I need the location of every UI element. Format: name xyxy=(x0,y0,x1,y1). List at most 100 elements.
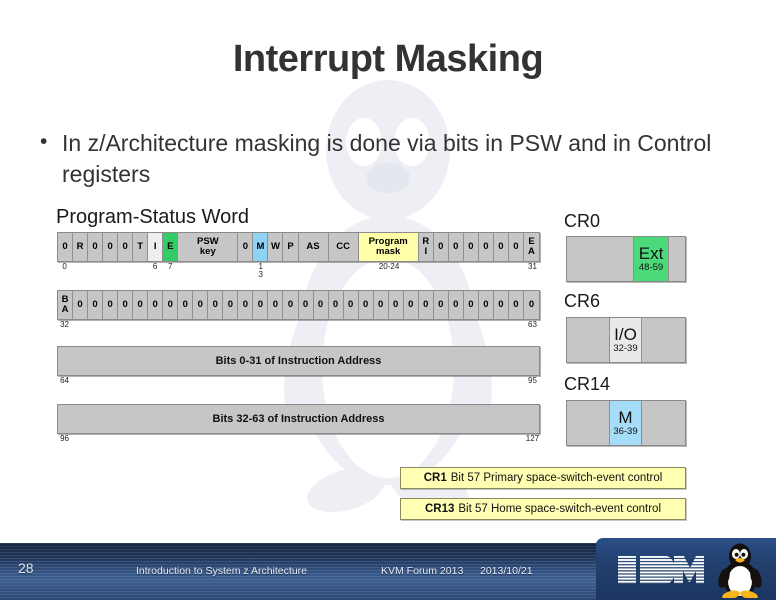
psw-bit-cell: 0 xyxy=(343,291,359,319)
psw-bit-cell: 0 xyxy=(118,233,134,261)
cr14-label: CR14 xyxy=(564,374,611,394)
psw-bit-cell: 0 xyxy=(58,233,74,261)
psw-bit-cell: 0 xyxy=(448,233,464,261)
psw-bit-cell: 0 xyxy=(88,233,104,261)
psw-bit-cell: 0 xyxy=(148,291,164,319)
bit-tick-label: 1 3 xyxy=(258,262,263,280)
tux-logo-icon xyxy=(718,543,762,598)
psw-bit-ticks-32-63: 32 63 xyxy=(57,320,540,343)
psw-heading: Program-Status Word xyxy=(56,206,250,228)
cr-field-name: I/O xyxy=(614,324,637,344)
bit-tick-label: 95 xyxy=(528,376,537,385)
psw-bit-cell: CC xyxy=(328,233,359,261)
callout-cr1-register: CR1 xyxy=(423,472,447,484)
cr-field-empty xyxy=(669,237,685,281)
psw-bit-cell: 0 xyxy=(448,291,464,319)
psw-bit-cell: P xyxy=(283,233,299,261)
psw-bit-cell: 0 xyxy=(103,291,119,319)
psw-bit-cell: 0 xyxy=(418,291,434,319)
logo-panel xyxy=(596,538,776,600)
psw-bit-cell: 0 xyxy=(403,291,419,319)
psw-bit-cell: 0 xyxy=(508,291,524,319)
footer-date: 2013/10/21 xyxy=(480,565,533,577)
page-title: Interrupt Masking xyxy=(232,38,544,80)
instruction-address-bar-low: Bits 32-63 of Instruction Address xyxy=(57,404,540,434)
callout-cr13-register: CR13 xyxy=(424,503,455,515)
bit-tick-label: 127 xyxy=(525,434,540,443)
cr-field-name: M xyxy=(618,407,633,427)
psw-bit-cell: 0 xyxy=(478,291,494,319)
psw-bit-cell: AS xyxy=(298,233,329,261)
cr6-label: CR6 xyxy=(564,291,601,311)
cr-field-empty xyxy=(641,318,685,362)
psw-bit-cell: 0 xyxy=(118,291,134,319)
psw-bit-cell: 0 xyxy=(283,291,299,319)
cr-field-range: 32-39 xyxy=(613,343,638,355)
psw-bit-cell: I xyxy=(148,233,164,261)
callout-cr1: CR1 Bit 57 Primary space-switch-event co… xyxy=(400,467,686,489)
psw-bit-cell: E xyxy=(163,233,179,261)
psw-bit-cell: 0 xyxy=(208,291,224,319)
bit-tick-label: 96 xyxy=(60,434,69,443)
cr-field-empty xyxy=(567,401,611,445)
cr-field-empty xyxy=(567,237,634,281)
footer-event: KVM Forum 2013 xyxy=(381,565,464,577)
psw-bit-cell: 0 xyxy=(523,291,539,319)
bullet-marker: • xyxy=(40,130,48,153)
cr-field-name: Ext xyxy=(638,243,664,263)
footer-course: Introduction to System z Architecture xyxy=(136,565,307,577)
psw-bit-cell: 0 xyxy=(268,291,284,319)
psw-bit-cell: 0 xyxy=(433,233,449,261)
psw-bit-cell: 0 xyxy=(103,233,119,261)
cr-field-empty xyxy=(641,401,685,445)
psw-bit-cell: 0 xyxy=(88,291,104,319)
bit-tick-label: 7 xyxy=(167,262,173,271)
psw-bit-cell: 0 xyxy=(73,291,89,319)
psw-bit-cell: 0 xyxy=(163,291,179,319)
bit-tick-label: 20-24 xyxy=(378,262,400,271)
psw-bit-cell: 0 xyxy=(478,233,494,261)
psw-bit-cell: 0 xyxy=(178,291,194,319)
bullet-text: In z/Architecture masking is done via bi… xyxy=(62,130,712,187)
bullet-item: • In z/Architecture masking is done via … xyxy=(40,128,740,189)
callout-cr13: CR13 Bit 57 Home space-switch-event cont… xyxy=(400,498,686,520)
bit-tick-label: 6 xyxy=(152,262,158,271)
psw-bit-cell: 0 xyxy=(238,291,254,319)
cr0-label: CR0 xyxy=(564,211,601,231)
callout-cr13-text: Bit 57 Home space-switch-event control xyxy=(458,503,662,515)
psw-bit-cell: R xyxy=(73,233,89,261)
psw-bit-cell: 0 xyxy=(238,233,254,261)
psw-bit-cell: 0 xyxy=(313,291,329,319)
psw-bit-cell: 0 xyxy=(508,233,524,261)
psw-bit-cell: 0 xyxy=(328,291,344,319)
ibm-logo-icon xyxy=(618,556,704,584)
bit-tick-label: 32 xyxy=(60,320,69,329)
psw-bit-cell: 0 xyxy=(433,291,449,319)
psw-bit-cell: 0 xyxy=(463,233,479,261)
psw-bit-cell: 0 xyxy=(493,233,509,261)
psw-bit-cell: 0 xyxy=(253,291,269,319)
psw-bit-cell: 0 xyxy=(373,291,389,319)
callout-cr1-text: Bit 57 Primary space-switch-event contro… xyxy=(450,472,663,484)
psw-bit-cell: 0 xyxy=(493,291,509,319)
psw-bit-cell: 0 xyxy=(298,291,314,319)
psw-bit-cell: M xyxy=(253,233,269,261)
psw-bit-cell: T xyxy=(133,233,149,261)
instruction-address-bar-high: Bits 0-31 of Instruction Address xyxy=(57,346,540,376)
bit-tick-label: 31 xyxy=(528,262,537,271)
instruction-address-low-label: Bits 32-63 of Instruction Address xyxy=(212,413,385,425)
psw-bit-cell: 0 xyxy=(133,291,149,319)
bit-tick-label: 63 xyxy=(528,320,537,329)
